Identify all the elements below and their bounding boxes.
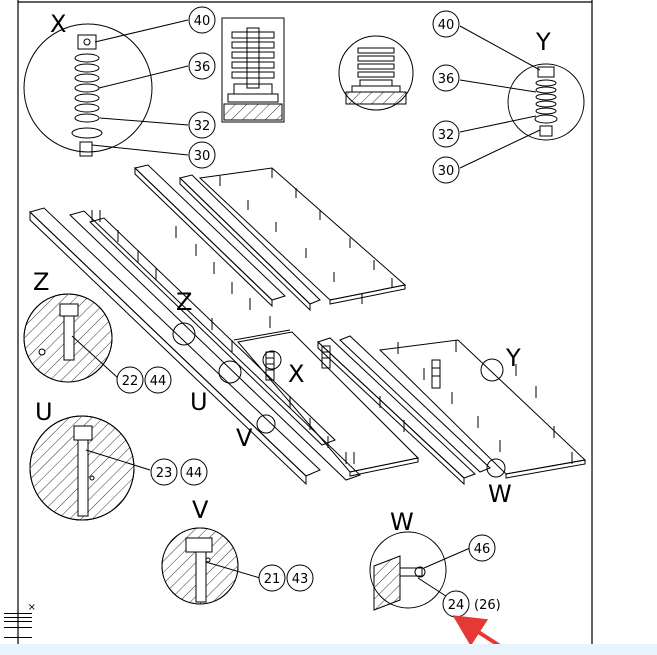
washer-stack-x xyxy=(74,53,100,123)
callout-x-top: X xyxy=(50,10,66,38)
part-number: 44 xyxy=(186,466,203,481)
highlight-arrow xyxy=(452,615,502,648)
close-icon[interactable]: × xyxy=(27,602,36,613)
window-control-widget[interactable]: × xyxy=(2,603,36,641)
callout-y-top: Y xyxy=(535,28,551,56)
part-44-u: 44 xyxy=(180,458,208,486)
part-number: 40 xyxy=(438,18,455,33)
callout-w-assembly: W xyxy=(488,480,512,508)
part-32-y: 32 xyxy=(432,120,460,148)
part-30-y: 30 xyxy=(432,156,460,184)
callout-y-assembly: Y xyxy=(505,344,521,372)
part-26-optional: (26) xyxy=(474,598,501,613)
part-number: 22 xyxy=(122,374,139,389)
bottom-status-strip xyxy=(0,644,657,655)
part-number: 30 xyxy=(438,164,455,179)
drawing-frame xyxy=(17,0,593,644)
part-number: 43 xyxy=(292,572,309,587)
spring-section xyxy=(338,35,414,111)
part-36-y: 36 xyxy=(432,64,460,92)
spring-elevation xyxy=(221,17,285,123)
part-number: 46 xyxy=(474,542,491,557)
callout-u-assembly: U xyxy=(190,388,208,416)
detail-w xyxy=(369,531,471,611)
callout-v-assembly: V xyxy=(236,424,253,452)
callout-x-assembly: X xyxy=(288,360,304,388)
part-number: 23 xyxy=(156,466,173,481)
assembly-springs xyxy=(265,345,441,389)
part-number: 30 xyxy=(194,149,211,164)
part-number: 32 xyxy=(438,128,455,143)
part-number: 21 xyxy=(264,572,281,587)
part-number: 40 xyxy=(194,14,211,29)
part-46-w: 46 xyxy=(468,534,496,562)
part-number: 32 xyxy=(194,119,211,134)
callout-z-detail: Z xyxy=(33,268,49,296)
exploded-assembly xyxy=(29,164,587,486)
dowel-pins xyxy=(91,168,573,464)
part-40-y: 40 xyxy=(432,10,460,38)
part-22-z: 22 xyxy=(116,366,144,394)
callout-w-detail: W xyxy=(390,508,414,536)
part-24-w: 24 xyxy=(442,590,470,618)
detail-v xyxy=(161,527,261,605)
part-40-x: 40 xyxy=(188,6,216,34)
part-number: 36 xyxy=(438,72,455,87)
callout-z-assembly: Z xyxy=(176,288,192,316)
callout-u-detail: U xyxy=(35,398,53,426)
part-number: 36 xyxy=(194,60,211,75)
part-44-z: 44 xyxy=(144,366,172,394)
part-number: 44 xyxy=(150,374,167,389)
part-36-x: 36 xyxy=(188,52,216,80)
part-23-u: 23 xyxy=(150,458,178,486)
part-21-v: 21 xyxy=(258,564,286,592)
detail-x xyxy=(23,19,189,157)
part-32-x: 32 xyxy=(188,111,216,139)
detail-y xyxy=(459,25,585,169)
part-number: 24 xyxy=(448,598,465,613)
detail-u xyxy=(29,415,151,521)
callout-v-detail: V xyxy=(192,496,209,524)
detail-z xyxy=(23,293,119,383)
part-43-v: 43 xyxy=(286,564,314,592)
part-30-x: 30 xyxy=(188,141,216,169)
